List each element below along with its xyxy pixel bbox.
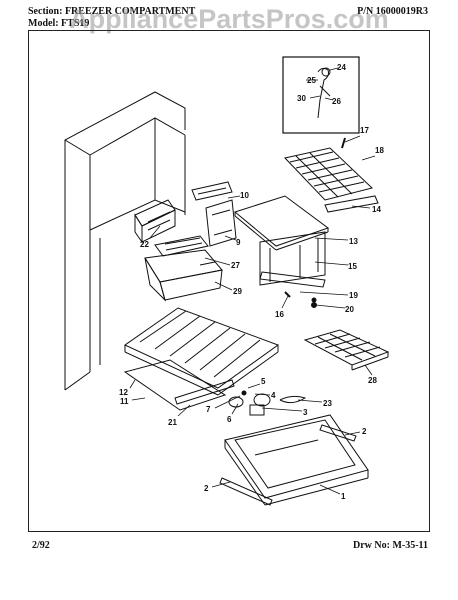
callout-6: 6 [227, 415, 232, 424]
callout-23: 23 [323, 399, 332, 408]
wire-basket-28 [303, 329, 390, 371]
callout-11: 11 [120, 397, 129, 406]
ice-maker-22 [134, 199, 176, 244]
screw-16 [284, 291, 291, 298]
shelf-13 [233, 195, 330, 251]
callout-2-left: 2 [204, 484, 209, 493]
callout-26: 26 [332, 97, 341, 106]
callout-4: 4 [271, 391, 276, 400]
callout-20: 20 [345, 305, 354, 314]
callout-7: 7 [206, 405, 211, 414]
watermark: AppliancePartsPros.com [69, 4, 389, 34]
callout-17: 17 [360, 126, 369, 135]
callout-30: 30 [297, 94, 306, 103]
bracket-9 [205, 199, 237, 247]
bottom-cover-1 [224, 414, 369, 506]
rail-21 [174, 379, 235, 405]
callout-29: 29 [233, 287, 242, 296]
freezer-cabinet [64, 91, 186, 391]
ice-tray-27 [154, 235, 209, 257]
freezer-shelf-12 [123, 307, 280, 396]
drawing-number: Drw No: M-35-11 [353, 540, 428, 551]
clip-20 [311, 297, 317, 308]
callout-15: 15 [348, 262, 357, 271]
callout-22: 22 [140, 240, 149, 249]
inset-box [282, 56, 360, 134]
frame-15 [259, 231, 326, 286]
diagram-frame [28, 30, 430, 532]
callout-21: 21 [168, 418, 177, 427]
callout-5: 5 [261, 377, 266, 386]
callout-12: 12 [119, 388, 128, 397]
rail-2-right [319, 424, 357, 442]
cover-10 [191, 181, 233, 201]
callout-27: 27 [231, 261, 240, 270]
callout-18: 18 [375, 146, 384, 155]
callout-13: 13 [349, 237, 358, 246]
leader-lines [129, 67, 376, 495]
part-number: P/N 16000019R3 [357, 6, 428, 17]
screw-17 [341, 137, 346, 149]
callout-2-right: 2 [362, 427, 367, 436]
revision-date: 2/92 [32, 540, 50, 551]
callout-1: 1 [341, 492, 346, 501]
callout-10: 10 [240, 191, 249, 200]
callout-14: 14 [372, 205, 381, 214]
callout-28: 28 [368, 376, 377, 385]
callout-25: 25 [307, 76, 316, 85]
tray-11 [123, 359, 227, 411]
ice-bucket-29 [144, 249, 223, 302]
wire-shelf-18 [284, 147, 373, 201]
callout-19: 19 [349, 291, 358, 300]
rail-2-left [219, 477, 273, 506]
callout-24: 24 [337, 63, 346, 72]
callout-16: 16 [275, 310, 284, 319]
rail-19 [259, 271, 326, 288]
model-label: Model: FTS19 [28, 18, 90, 29]
callout-9: 9 [236, 238, 241, 247]
section-title: Section: FREEZER COMPARTMENT [28, 6, 196, 17]
callout-3: 3 [303, 408, 308, 417]
rail-14 [324, 195, 379, 213]
